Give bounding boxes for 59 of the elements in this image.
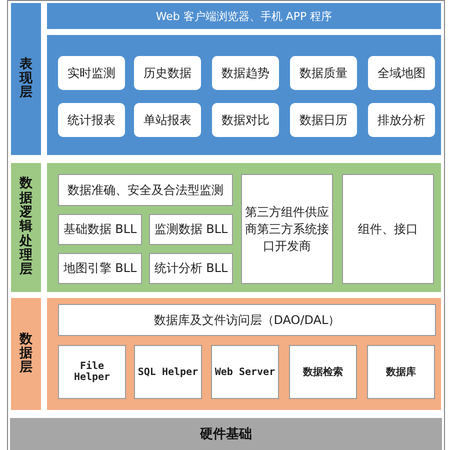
layer-panel (46, 297, 442, 411)
label-text: 基础数据 BLL (63, 221, 137, 238)
layer-panel (46, 34, 442, 156)
label-text: 数据库及文件访问层（DAO/DAL） (154, 312, 340, 328)
label-text: 第三方组件供应商第三方系统接口开发商 (245, 204, 329, 254)
module-box (134, 56, 201, 90)
label-text: 统计分析 BLL (154, 260, 228, 277)
label-text: Web Server (214, 366, 276, 378)
layer-name: 表现层 (20, 58, 32, 100)
component-box (289, 345, 357, 399)
layer-label (10, 297, 42, 411)
label-text: 数据日历 (300, 112, 348, 128)
hardware-layer (10, 418, 442, 450)
module-box (58, 304, 436, 336)
layer-panel (46, 162, 442, 293)
label-text: 全域地图 (378, 64, 426, 82)
component-box (211, 345, 279, 399)
label-text: 地图引擎 BLL (63, 260, 137, 277)
layer-label (10, 162, 42, 293)
label-text: 单站报表 (144, 112, 192, 128)
label-text: 数据准确、安全及合法型监测 (68, 182, 224, 198)
module-box (58, 56, 125, 90)
module-box (342, 174, 434, 284)
module-box (149, 253, 233, 284)
label-text: 组件、接口 (358, 220, 418, 238)
module-box (134, 103, 201, 137)
layer-label (10, 2, 42, 156)
layer-name: 数据逻辑处理层 (20, 177, 32, 278)
module-box (241, 174, 333, 284)
module-box (58, 214, 142, 245)
component-box (367, 345, 435, 399)
module-box (58, 253, 142, 284)
module-box (212, 103, 279, 137)
label-text: 数据对比 (222, 112, 270, 128)
label-text: 数据趋势 (222, 64, 270, 82)
label-text: 排放分析 (378, 112, 426, 128)
component-box (58, 345, 126, 399)
client-bar (46, 2, 442, 30)
module-box (368, 56, 435, 90)
component-box (134, 345, 202, 399)
module-box (212, 56, 279, 90)
label-text: 统计报表 (68, 112, 116, 128)
label-text: 历史数据 (144, 64, 192, 82)
module-box (368, 103, 435, 137)
layer-name: 数据层 (20, 332, 32, 376)
label-text: 数据质量 (300, 64, 348, 82)
module-box (58, 174, 233, 206)
label-text: Web 客户端浏览器、手机 APP 程序 (156, 8, 332, 24)
module-box (290, 103, 357, 137)
label-text: 硬件基础 (200, 426, 252, 443)
label-text: 实时监测 (68, 64, 116, 82)
module-box (149, 214, 233, 245)
label-text: SQL Helper (138, 366, 198, 378)
label-text: 数据检索 (303, 366, 343, 379)
module-box (58, 103, 125, 137)
label-text: 数据库 (386, 365, 416, 379)
label-text: 监测数据 BLL (154, 221, 228, 238)
label-text: File Helper (72, 361, 112, 383)
module-box (290, 56, 357, 90)
